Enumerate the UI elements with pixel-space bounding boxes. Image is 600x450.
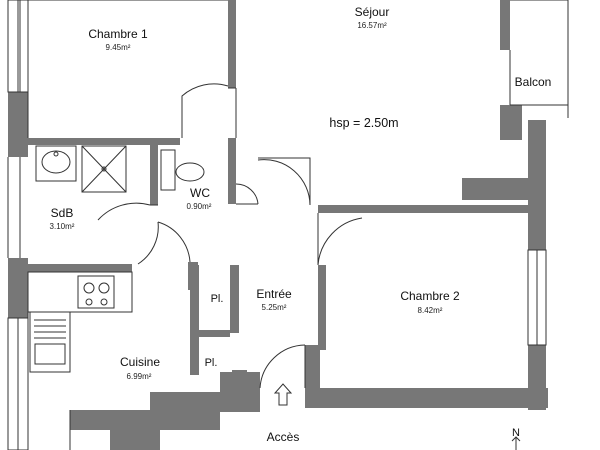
placard2-name: Pl. [205,357,218,369]
wall-right-balcon [500,105,522,140]
door-cuisine [157,221,191,263]
sdb-area: 3.10m² [50,222,75,231]
wall-right-mid [528,120,546,250]
door-sdb [97,202,158,221]
wc-name: WC [190,186,210,200]
wall-bottom-left-3 [220,372,260,394]
window-cuisine [7,317,29,450]
wall-bottom-right [305,388,548,408]
balcon-name: Balcon [515,75,552,89]
door-wc [235,183,259,205]
wall-bottom-entry-r [305,345,320,407]
entrance-label: Accès [267,430,300,444]
door-entrance [259,344,306,389]
window-chambre1 [7,0,29,93]
wall-wc-right [228,138,236,204]
sdb-name: SdB [51,206,74,220]
cuisine-area: 6.99m² [127,372,152,381]
wall-sdb-bottom [28,264,132,272]
walls [8,0,548,450]
chambre1-area: 9.45m² [106,43,131,52]
wall-left-mid [8,258,28,318]
wall-bottom-left-1 [70,410,220,430]
chambre2-area: 8.42m² [418,306,443,315]
wall-chambre2-left [318,265,326,350]
entree-name: Entrée [256,287,292,301]
shower-icon [81,145,127,193]
window-chambre2 [527,249,547,346]
wc-area: 0.90m² [187,202,212,211]
entree-area: 5.25m² [262,303,287,312]
outlines [7,0,569,450]
wall-left-top [8,92,28,157]
sink-icon [29,311,71,373]
wall-placard-left [190,265,199,375]
sejour-area: 16.57m² [357,21,387,30]
wall-bottom-left-4 [110,425,160,450]
washbasin-icon [35,145,77,182]
ceiling-height: hsp = 2.50m [329,116,398,130]
wall-sejour-bottom [462,178,528,200]
wall-sdb-wc [150,145,158,205]
wall-bottom-left-2 [150,392,260,412]
wall-placard-right [230,265,239,333]
placard1-name: Pl. [211,293,224,305]
wall-placard-mid [199,330,230,337]
entrance-arrow-icon [273,383,293,406]
north-arrow-icon [511,436,521,450]
door-chambre1 [181,83,229,138]
toilet-icon [160,149,205,191]
wall-sdb-top [28,138,180,145]
fixtures [27,145,521,450]
chambre1-name: Chambre 1 [88,27,148,41]
door-chambre2 [317,217,363,266]
cuisine-name: Cuisine [120,355,160,369]
north-label: N [512,427,520,439]
sejour-name: Séjour [355,5,390,19]
kitchen-counter [27,271,133,313]
wall-chambre1-right [228,0,236,88]
doors [97,83,363,389]
wall-chambre2-top [318,205,530,213]
wall-right-upper [500,0,510,50]
wall-entry-left [232,370,247,382]
door-sejour [257,159,311,206]
labels: Chambre 1 9.45m² Séjour 16.57m² hsp = 2.… [50,5,552,444]
chambre2-name: Chambre 2 [400,289,460,303]
